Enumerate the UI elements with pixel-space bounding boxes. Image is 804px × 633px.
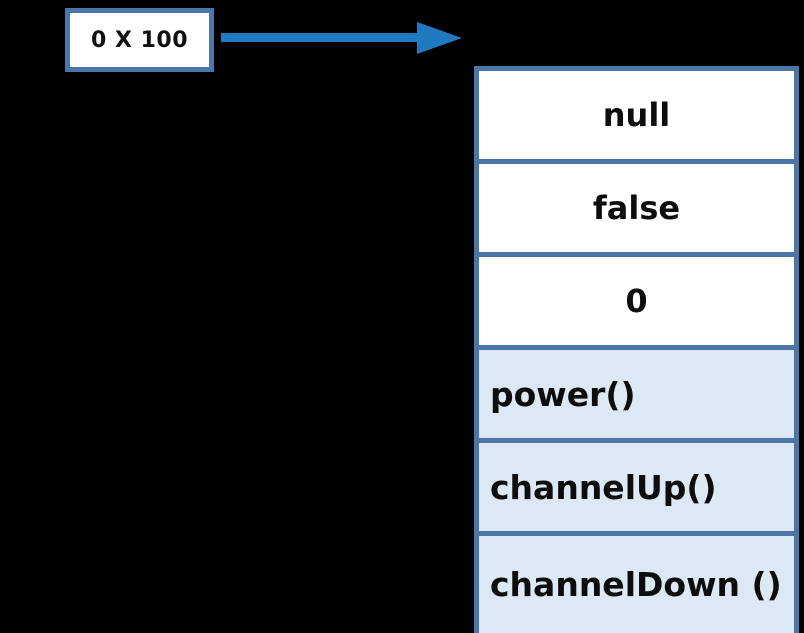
object-field-row: 0: [479, 257, 794, 350]
method-channel-up: channelUp(): [490, 467, 717, 507]
object-method-row: channelDown (): [479, 536, 794, 633]
field-value-null: null: [602, 96, 671, 134]
field-value-zero: 0: [625, 282, 648, 320]
method-channel-down: channelDown (): [490, 565, 782, 604]
reference-address-label: 0 X 100: [90, 27, 188, 53]
object-method-row: power(): [479, 350, 794, 443]
method-power: power(): [490, 374, 636, 414]
points-to-arrow: [221, 20, 466, 56]
object-box: null false 0 power() channelUp() channel…: [474, 66, 799, 633]
arrow-icon: [221, 22, 462, 54]
object-method-row: channelUp(): [479, 443, 794, 536]
reference-variable-box: 0 X 100: [65, 8, 214, 72]
object-field-row: null: [479, 71, 794, 164]
field-value-false: false: [592, 189, 681, 227]
object-field-row: false: [479, 164, 794, 257]
